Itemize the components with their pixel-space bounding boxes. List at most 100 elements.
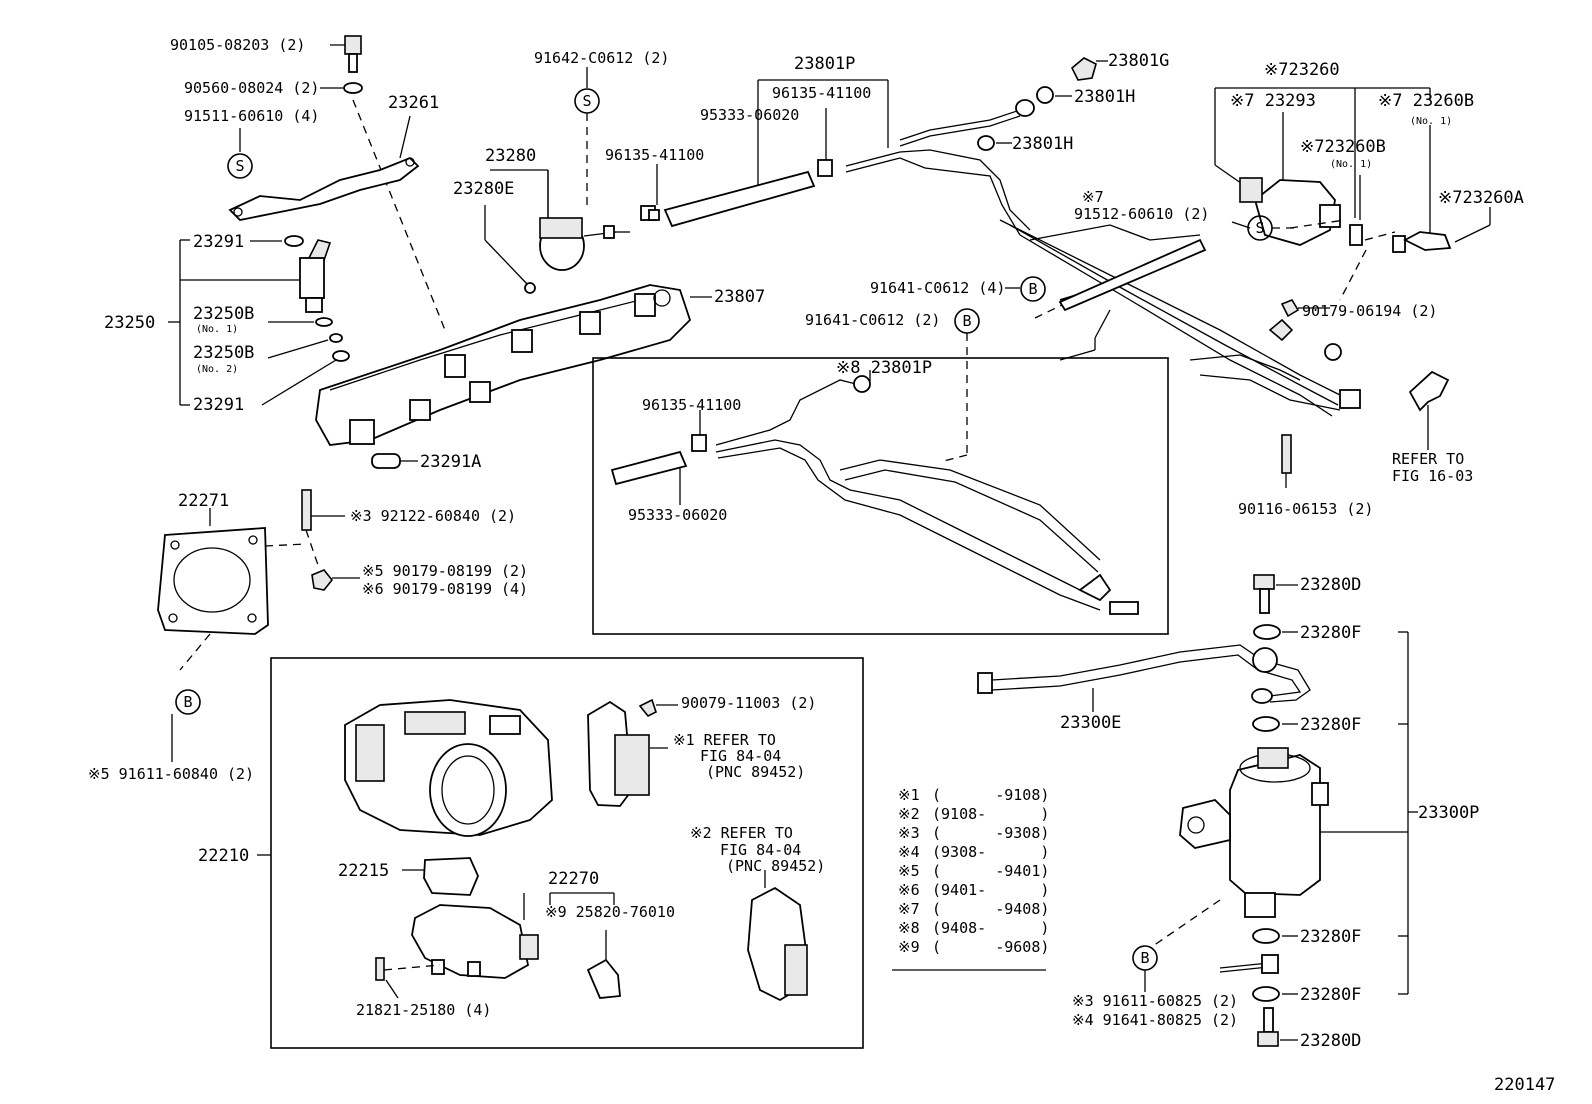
sensor-25820 — [586, 958, 621, 999]
legend-mark: ※1 — [898, 786, 920, 804]
label-23807: 23807 — [714, 287, 765, 307]
hose-95333 — [663, 110, 816, 228]
label-23801H-1: 23801H — [1074, 87, 1135, 107]
label-92122: ※3 92122-60840 (2) — [350, 507, 516, 525]
label-refer1-c: (PNC 89452) — [706, 763, 805, 781]
label-91611-60825: ※3 91611-60825 (2) — [1072, 992, 1238, 1010]
delivery-pipe-23807 — [315, 284, 712, 446]
clip-96135-a — [640, 164, 660, 221]
injector-group — [168, 235, 350, 406]
label-90116: 90116-06153 (2) — [1238, 500, 1373, 518]
label-95333-a: 95333-06020 — [700, 106, 799, 124]
label-723260B-a-no: (No. 1) — [1410, 116, 1452, 127]
washer-23280F-3 — [1219, 928, 1298, 974]
bracket-refer-1603 — [1408, 370, 1450, 450]
label-23801P: 23801P — [794, 54, 855, 74]
label-refer1-a: ※1 REFER TO — [673, 731, 776, 749]
label-91642: 91642-C0612 (2) — [534, 49, 669, 67]
label-23280D-top: 23280D — [1300, 575, 1361, 595]
label-23280F-3: 23280F — [1300, 927, 1361, 947]
label-23261: 23261 — [388, 93, 439, 113]
label-refer2-a: ※2 REFER TO — [690, 824, 793, 842]
svg-text:B: B — [1140, 949, 1149, 967]
label-723260B-b-no: (No. 1) — [1330, 159, 1372, 170]
label-90079: 90079-11003 (2) — [681, 694, 816, 712]
label-90179-08199-5: ※5 90179-08199 (2) — [362, 562, 528, 580]
legend-mark: ※9 — [898, 938, 920, 956]
washer-90560 — [320, 82, 363, 94]
legend-range: ( -9308) — [932, 824, 1049, 842]
label-96135-c: 96135-41100 — [642, 396, 741, 414]
svg-text:B: B — [183, 693, 192, 711]
label-23250B-2: 23250B — [193, 343, 254, 363]
bolt-23280D-bot — [1257, 1007, 1298, 1047]
ring-23291A — [371, 453, 418, 469]
legend-mark: ※3 — [898, 824, 920, 842]
svg-text:S: S — [1255, 219, 1264, 237]
legend-mark: ※6 — [898, 881, 920, 899]
label-96135-b: 96135-41100 — [772, 84, 871, 102]
label-23291A: 23291A — [420, 452, 481, 472]
legend-range: ( -9608) — [932, 938, 1049, 956]
legend-mark: ※2 — [898, 805, 920, 823]
label-23280E: 23280E — [453, 179, 514, 199]
washer-23280F-1 — [1253, 624, 1298, 640]
iac-valve — [375, 904, 539, 999]
legend-mark: ※8 — [898, 919, 920, 937]
label-90179-06194: 90179-06194 (2) — [1302, 302, 1437, 320]
label-23250B-2-no: (No. 2) — [196, 364, 238, 375]
sensor-refer-1 — [587, 698, 678, 807]
label-23280F-1: 23280F — [1300, 623, 1361, 643]
circle-s-91512: S — [1231, 215, 1300, 241]
washer-23280F-2 — [1252, 716, 1298, 732]
legend-mark: ※4 — [898, 843, 920, 861]
label-95333-b: 95333-06020 — [628, 506, 727, 524]
washer-23280F-4 — [1252, 986, 1298, 1002]
label-25820: ※9 25820-76010 — [545, 903, 675, 921]
hose-23300E — [977, 644, 1311, 712]
regulator-23280 — [484, 169, 630, 294]
circle-s-91642: S — [574, 67, 600, 205]
label-23300E: 23300E — [1060, 713, 1121, 733]
label-21821: 21821-25180 (4) — [356, 1001, 491, 1019]
label-96135-a: 96135-41100 — [605, 146, 704, 164]
label-23300P: 23300P — [1418, 803, 1479, 823]
s-mark: S — [235, 157, 244, 175]
label-22270: 22270 — [548, 869, 599, 889]
legend-range: (9308- ) — [932, 843, 1049, 861]
legend-mark: ※5 — [898, 862, 920, 880]
fuel-tubes-upper — [999, 219, 1361, 417]
label-90105: 90105-08203 (2) — [170, 36, 305, 54]
bracket-23261 — [228, 115, 420, 221]
legend-rows: ※1 ( -9108) ※2 (9108- ) ※3 ( -9308) ※4 (… — [898, 786, 1049, 956]
legend-range: (9408- ) — [932, 919, 1049, 937]
bolt-23280D-top — [1253, 574, 1298, 614]
label-23801G: 23801G — [1108, 51, 1169, 71]
label-723260B-a: ※7 23260B — [1378, 91, 1474, 111]
label-23280F-4: 23280F — [1300, 985, 1361, 1005]
group-23801P — [757, 79, 1031, 236]
inset-box-8 — [592, 357, 1169, 635]
part-labels: 90105-08203 (2) 90560-08024 (2) 91511-60… — [88, 36, 1555, 1095]
label-refer2-b: FIG 84-04 — [720, 841, 801, 859]
group-723260 — [1214, 87, 1491, 301]
label-23280D-bot: 23280D — [1300, 1031, 1361, 1051]
label-22215: 22215 — [338, 861, 389, 881]
label-23250: 23250 — [104, 313, 155, 333]
sensor-refer-2 — [747, 870, 808, 1002]
label-22271: 22271 — [178, 491, 229, 511]
bracket-23280F — [1398, 631, 1418, 995]
fuel-line-23801G — [899, 57, 1108, 151]
label-723260: ※723260 — [1264, 60, 1340, 80]
label-23291-bot: 23291 — [193, 395, 244, 415]
throttle-body — [344, 699, 553, 837]
circle-s-91511: S — [227, 128, 253, 179]
throttle-body-box — [257, 657, 864, 1049]
fuel-filter-23300P — [1149, 747, 1408, 949]
stud-92122 — [301, 489, 345, 566]
circle-b-91641b: B — [939, 308, 980, 463]
gasket-22271 — [157, 508, 307, 671]
svg-text:B: B — [962, 312, 971, 330]
legend-range: ( -9108) — [932, 786, 1049, 804]
